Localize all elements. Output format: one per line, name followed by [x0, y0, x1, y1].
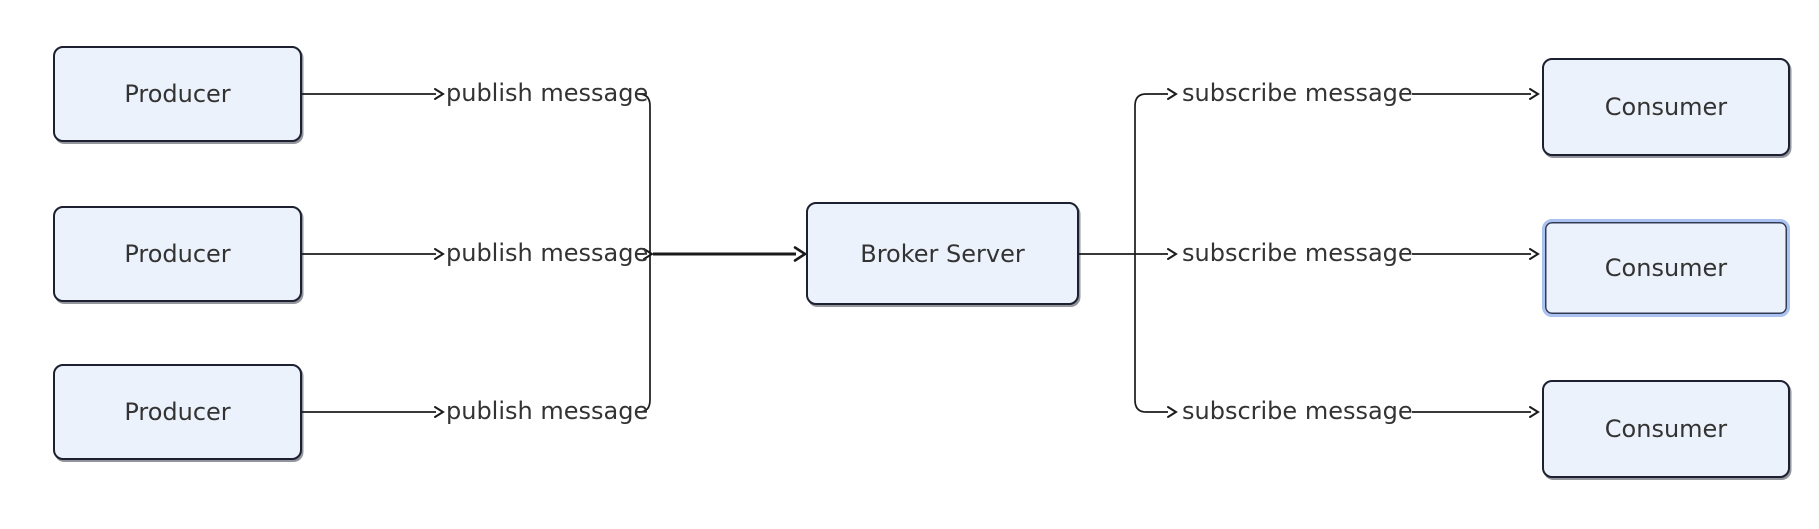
node-broker-server[interactable]: Broker Server — [806, 202, 1079, 305]
arrowhead-consumer2 — [1529, 248, 1540, 260]
node-consumer-1-label: Consumer — [1604, 93, 1728, 121]
arrowhead-consumer3 — [1529, 406, 1540, 418]
node-consumer-2-label: Consumer — [1604, 254, 1728, 282]
node-consumer-2[interactable]: Consumer — [1542, 219, 1790, 317]
node-producer-1[interactable]: Producer — [53, 46, 302, 142]
arrowhead-publish2 — [434, 248, 445, 260]
edge-label-publish-1: publish message — [446, 79, 649, 108]
node-producer-3-label: Producer — [124, 398, 231, 426]
edge-label-subscribe-1: subscribe message — [1182, 79, 1413, 108]
arrowhead-publish1 — [434, 88, 445, 100]
node-producer-2[interactable]: Producer — [53, 206, 302, 302]
arrowhead-subscribe1 — [1167, 88, 1178, 100]
edge-branch-rail — [1134, 93, 1168, 413]
node-consumer-3-label: Consumer — [1604, 415, 1728, 443]
arrowhead-publish3 — [434, 406, 445, 418]
arrowhead-consumer1 — [1529, 88, 1540, 100]
node-producer-1-label: Producer — [124, 80, 231, 108]
edge-label-subscribe-2: subscribe message — [1182, 239, 1413, 268]
arrowhead-subscribe3 — [1167, 406, 1178, 418]
node-consumer-1[interactable]: Consumer — [1542, 58, 1790, 156]
arrowhead-broker — [793, 246, 808, 262]
edge-label-publish-3: publish message — [446, 397, 649, 426]
node-broker-server-label: Broker Server — [860, 239, 1025, 268]
edge-label-subscribe-3: subscribe message — [1182, 397, 1413, 426]
node-consumer-3[interactable]: Consumer — [1542, 380, 1790, 478]
edge-label-publish-2: publish message — [446, 239, 649, 268]
node-producer-3[interactable]: Producer — [53, 364, 302, 460]
arrowhead-subscribe2 — [1167, 248, 1178, 260]
node-producer-2-label: Producer — [124, 240, 231, 268]
